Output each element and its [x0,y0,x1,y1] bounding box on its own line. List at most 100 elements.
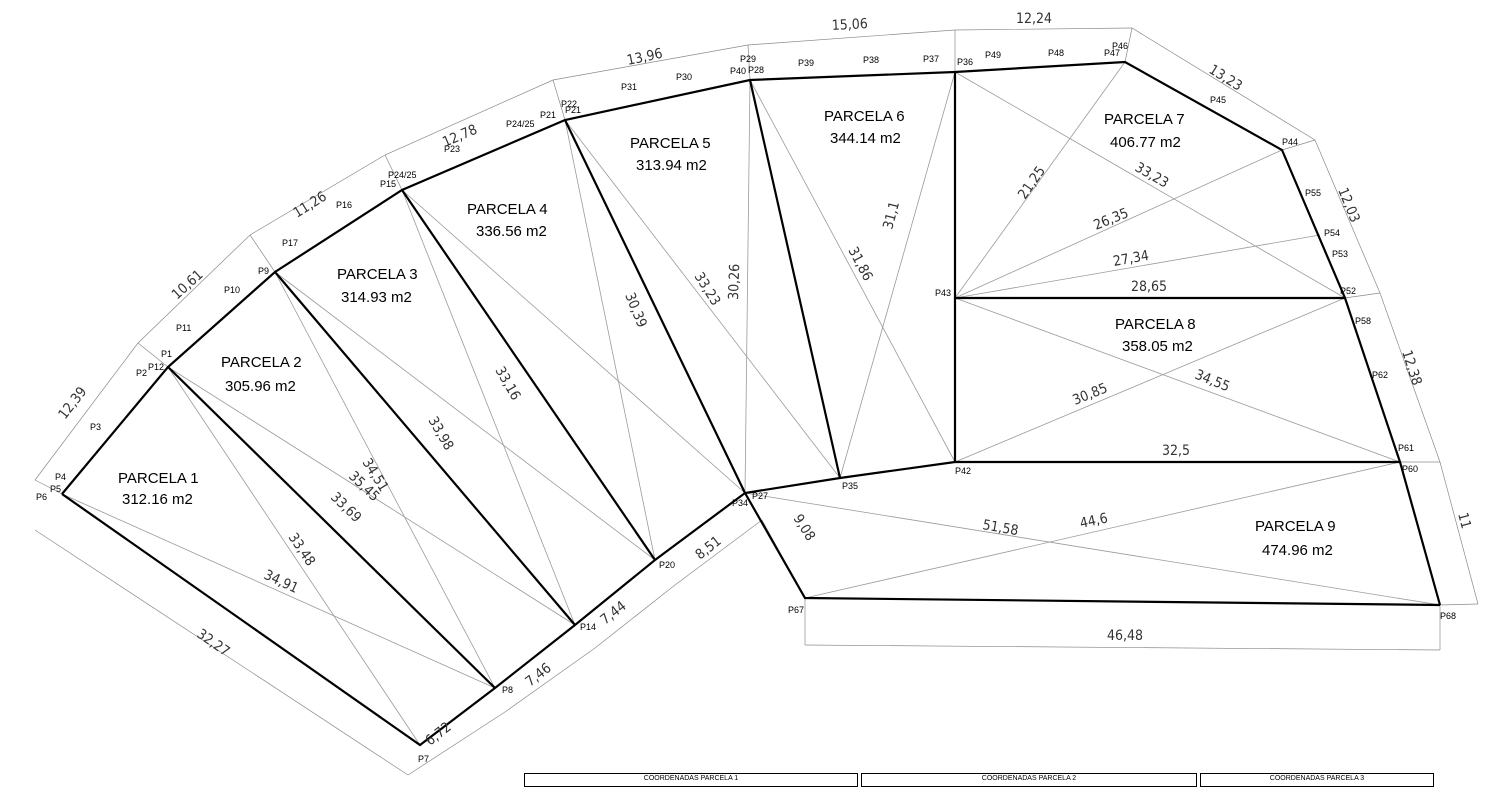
point-label: P40 [730,66,746,76]
point-label: P36 [957,57,973,67]
parcel-6-name: PARCELA 6 [824,108,905,125]
dim-label: 12,78 [440,122,479,151]
point-labels: P1 P2 P12 P3 P4 P5 P6 P7 P8 P9 P10 P11 P… [36,41,1456,764]
dim-label: 31,1 [880,200,903,231]
point-label: P8 [502,685,513,695]
dim-label: 9,08 [790,512,818,544]
parcel-6-area: 344.14 m2 [830,130,901,147]
point-label: P11 [176,323,191,333]
point-label: P46 [1112,41,1128,51]
dim-label: 12,24 [1016,11,1052,27]
coordinates-table-1: COORDENADAS PARCELA 1 [524,773,858,787]
point-label: P68 [1440,611,1456,621]
dim-label: 8,51 [693,533,725,563]
dim-label: 30,26 [726,264,743,301]
parcel-1-area: 312.16 m2 [122,491,193,508]
coordinates-table-header: COORDENADAS PARCELA 3 [1269,775,1365,782]
parcel-boundaries [61,60,1442,747]
parcel-8-name: PARCELA 8 [1115,316,1196,333]
point-label: P12 [148,362,164,372]
parcel-5-area: 313.94 m2 [636,157,707,174]
point-label: P35 [842,481,858,491]
dim-label: 11 [1454,511,1474,531]
dim-label: 12,38 [1398,348,1424,387]
parcel-3-name: PARCELA 3 [337,266,418,283]
dim-label: 33,69 [327,489,364,526]
point-label: P15 [380,179,396,189]
parcel-1-name: PARCELA 1 [118,470,199,487]
point-label: P49 [985,50,1001,60]
parcel-4-area: 336.56 m2 [476,223,547,240]
point-label: P16 [336,200,352,210]
point-label: P28 [748,65,764,75]
point-label: P42 [955,466,971,476]
point-label: P39 [798,58,814,68]
dim-label: 13,23 [1206,62,1245,95]
point-label: P38 [863,55,879,65]
parcel-8-area: 358.05 m2 [1122,338,1193,355]
point-label: P20 [659,560,675,570]
dim-label: 6,72 [423,719,455,749]
dim-label: 12,39 [56,384,91,422]
point-label: P47 [1104,48,1120,58]
point-label: P44 [1282,137,1298,147]
point-label: P22 [561,99,577,109]
dim-label: 7,46 [523,660,555,690]
point-label: P27 [752,491,768,501]
parcel-9-area: 474.96 m2 [1262,542,1333,559]
dim-label: 33,23 [1132,160,1171,192]
point-label: P30 [676,72,692,82]
point-label: P55 [1305,188,1321,198]
point-label: P6 [36,492,47,502]
parcel-7-name: PARCELA 7 [1104,111,1185,128]
point-label: P2 [136,368,147,378]
point-label: P21 [540,110,556,120]
parcel-4-name: PARCELA 4 [467,201,548,218]
point-label: P10 [224,285,240,295]
parcel-9-name: PARCELA 9 [1255,518,1336,535]
point-label: P3 [90,422,101,432]
point-label: P43 [935,288,951,298]
dim-label: 15,06 [831,16,868,34]
point-label: P7 [418,754,429,764]
point-label: P24/25 [506,119,535,129]
point-label: P37 [923,54,939,64]
dim-label: 30,39 [621,291,649,330]
dim-label: 32,5 [1162,443,1190,459]
point-label: P67 [788,605,804,615]
point-label: P17 [282,238,298,248]
coordinates-table-3: COORDENADAS PARCELA 3 [1200,773,1434,787]
dim-label: 44,6 [1079,510,1110,531]
point-label: P9 [258,266,269,276]
dim-label: 12,03 [1334,186,1362,225]
coordinates-table-header: COORDENADAS PARCELA 2 [981,775,1077,782]
point-label: P62 [1372,370,1388,380]
parcel-2-area: 305.96 m2 [225,378,296,395]
point-label: P21 [565,105,581,115]
dimension-lines [34,27,1479,776]
point-label: P52 [1340,286,1356,296]
parcel-2-name: PARCELA 2 [221,354,302,371]
dim-label: 13,96 [626,46,665,69]
inner-dimensions: 6,72 7,46 7,44 8,51 9,08 46,48 32,27 [194,512,1143,750]
parcel-labels: PARCELA 1 312.16 m2 PARCELA 2 305.96 m2 … [118,108,1336,559]
parcel-3-area: 314.93 m2 [341,289,412,306]
dim-label: 30,85 [1071,380,1110,408]
parcel-5-name: PARCELA 5 [630,135,711,152]
point-label: P23 [444,144,460,154]
dim-label: 33,16 [492,364,524,403]
point-label: P45 [1210,95,1226,105]
dim-label: 33,23 [691,270,724,309]
coordinates-table-2: COORDENADAS PARCELA 2 [861,773,1197,787]
point-label: P61 [1398,443,1414,453]
dim-label: 46,48 [1107,628,1143,644]
dim-label: 33,98 [425,414,457,453]
dim-label: 28,65 [1131,279,1167,295]
point-label: P34 [732,498,748,508]
dim-label: 11,26 [291,189,330,222]
point-label: P60 [1402,464,1418,474]
point-label: P53 [1332,249,1348,259]
point-label: P31 [621,82,637,92]
parcel-7-area: 406.77 m2 [1110,134,1181,151]
